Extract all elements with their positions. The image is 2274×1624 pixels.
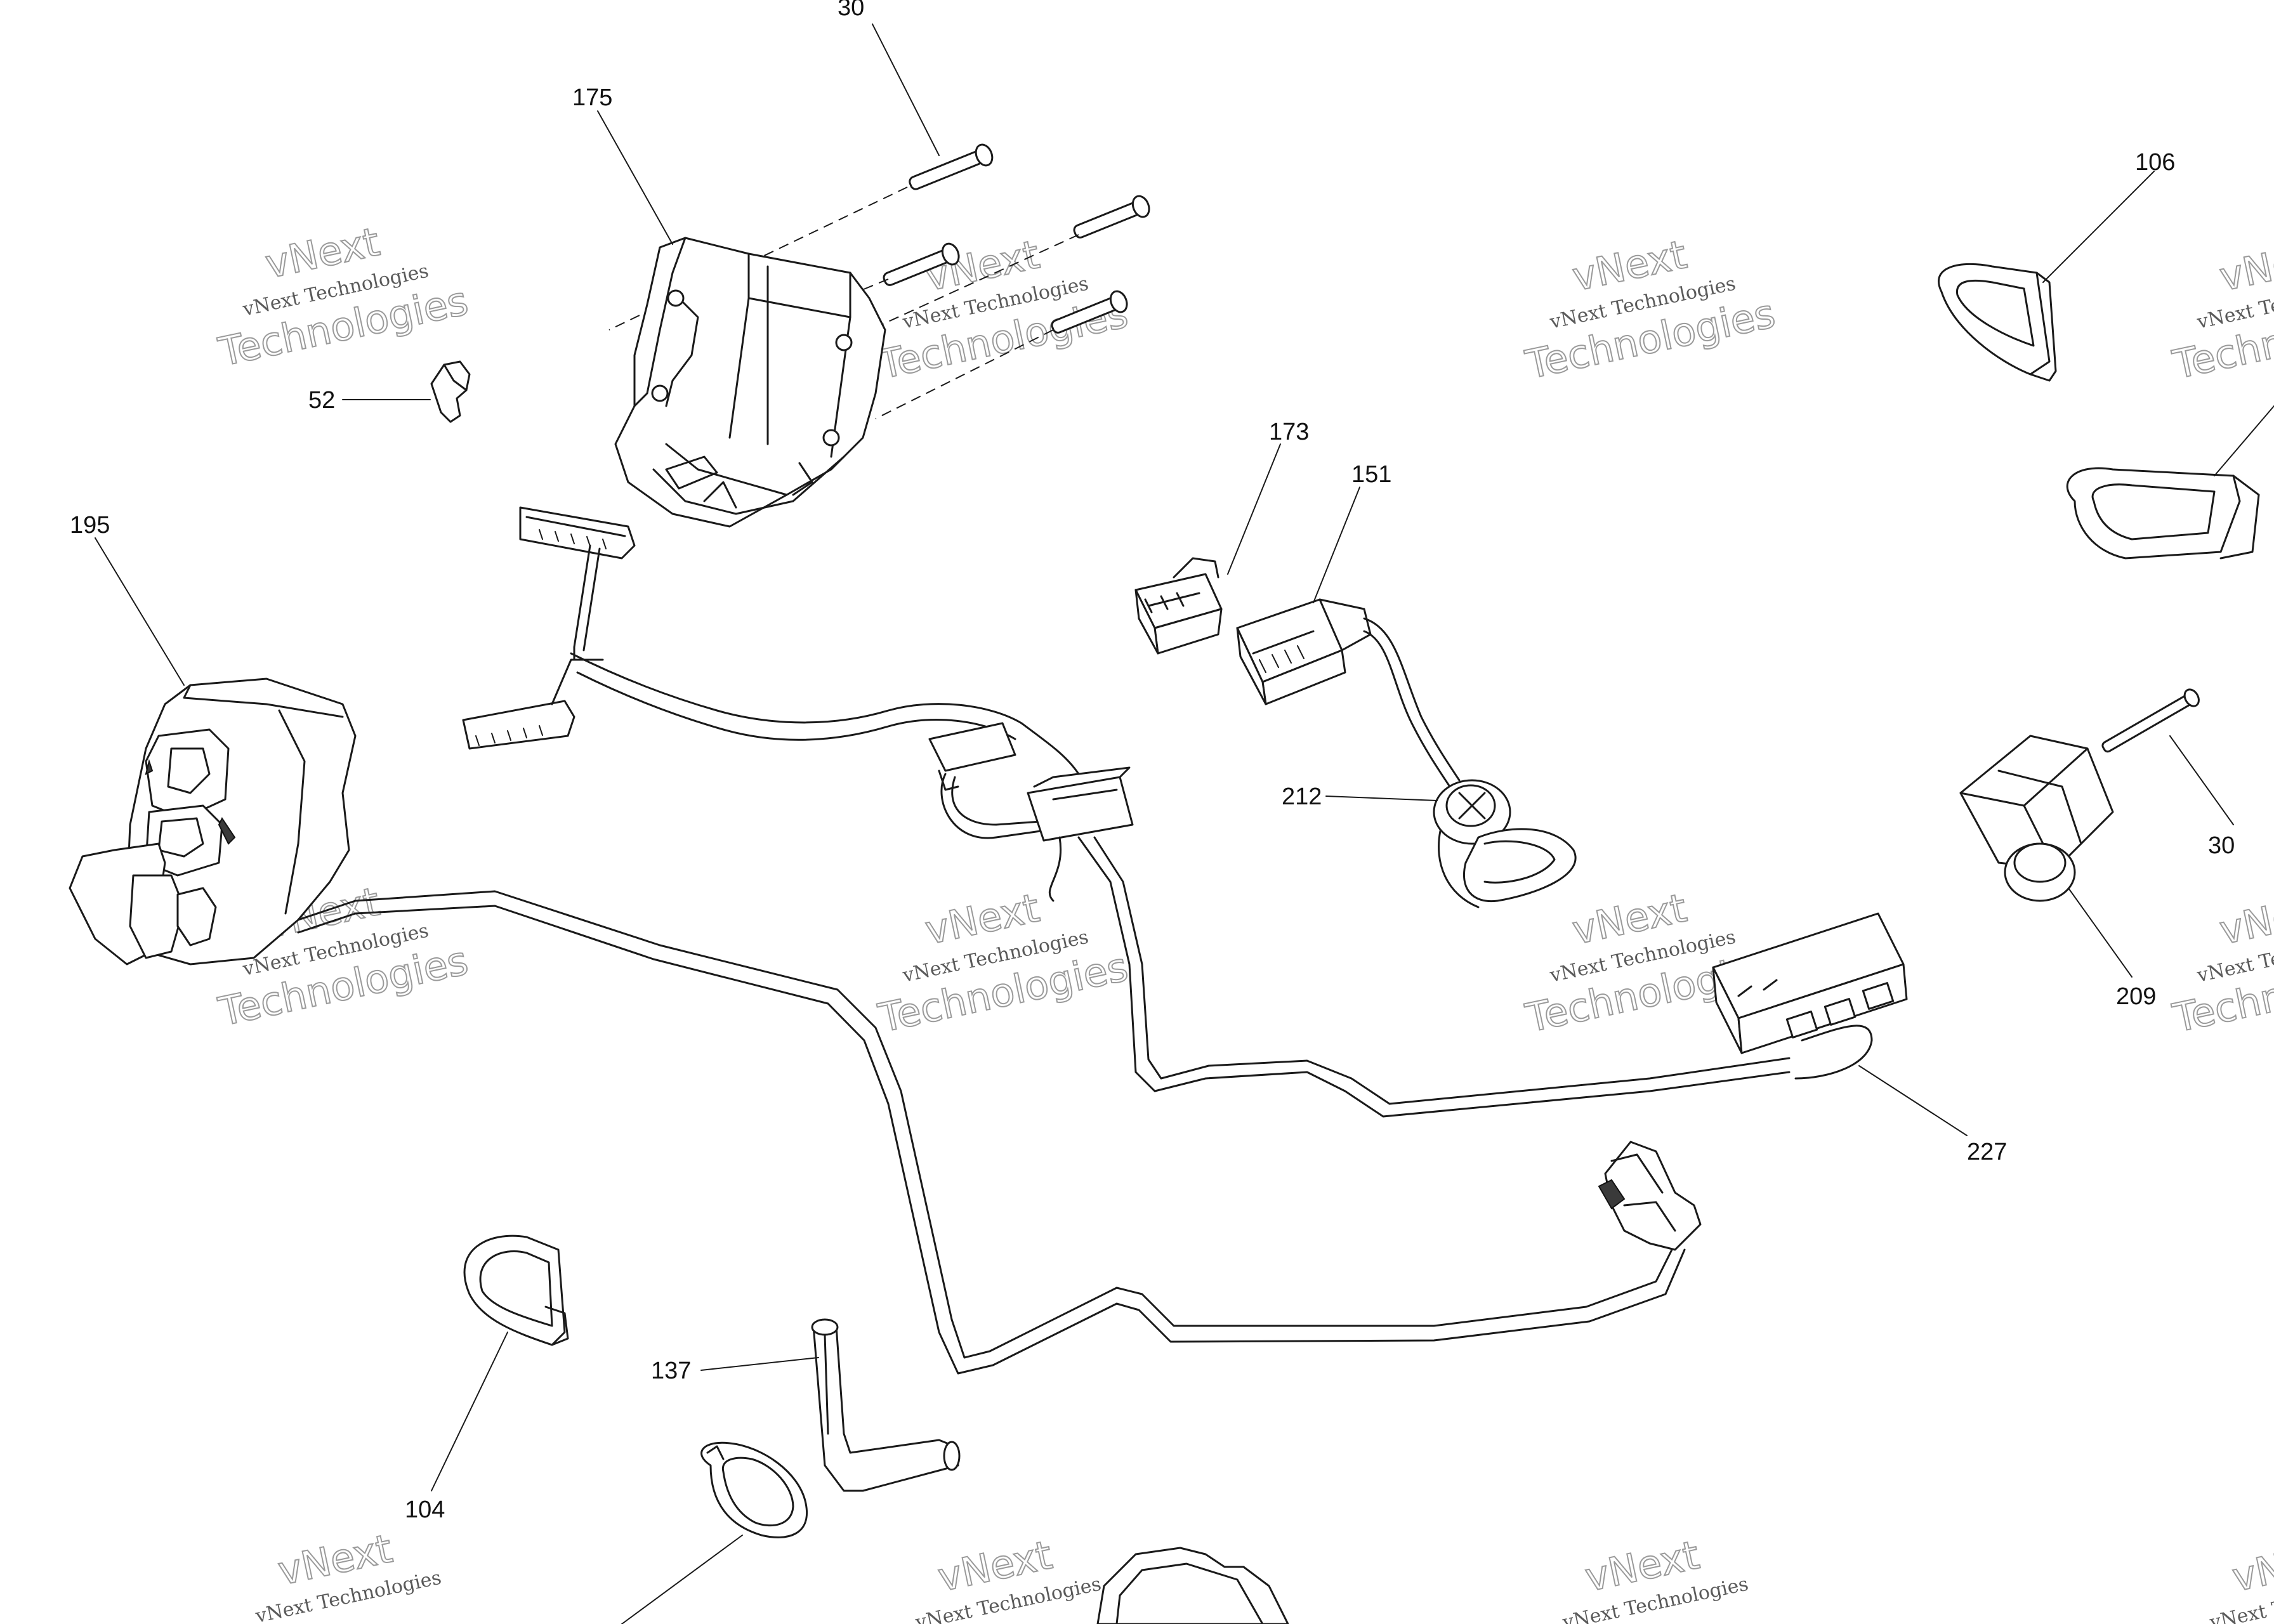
watermark: vNext vNext Technologies Technologies vN…: [214, 218, 2274, 1624]
screw-axis-line: [875, 329, 1054, 419]
callout-label: 137: [651, 1358, 691, 1384]
callout-label: 212: [1282, 783, 1322, 810]
tube-137: [811, 1318, 961, 1492]
svg-text:vNext: vNext: [2216, 884, 2274, 953]
control-module-227: [1712, 912, 1908, 1080]
grommet-212: [1433, 779, 1577, 908]
connector-173: [1134, 557, 1223, 655]
clip-104: [463, 1234, 569, 1346]
connector-plug: [1598, 1141, 1702, 1251]
leader-lines: [95, 23, 2274, 1624]
clip-106: [1938, 263, 2057, 382]
svg-text:vNext: vNext: [2228, 1531, 2274, 1601]
sleeve-209: [1959, 735, 2114, 902]
callout-label: 52: [308, 387, 335, 414]
callout-label: 30: [838, 0, 864, 21]
clamp-ring: [700, 1441, 808, 1538]
callout-labels: 30 175 52 195 173 151 212 106 30 209 227…: [70, 0, 2235, 1523]
callout-label: 151: [1351, 461, 1391, 488]
clip-52: [430, 360, 471, 423]
callout-label: 175: [572, 84, 612, 111]
callout-label: 106: [2135, 149, 2175, 176]
callout-label: 195: [70, 512, 110, 539]
callout-label: 173: [1269, 419, 1309, 445]
callout-label: 227: [1967, 1139, 2007, 1165]
callout-label: 30: [2208, 832, 2235, 859]
pin-30-right: [2101, 688, 2200, 753]
screw-30-top: [883, 143, 1150, 334]
clip-bracket-right: [2066, 467, 2260, 560]
callout-label: 209: [2116, 983, 2156, 1010]
wire-harness: [297, 506, 1791, 1375]
svg-text:vNext: vNext: [2216, 231, 2274, 300]
handlebar-switch-195: [69, 678, 357, 966]
connector-151: [1236, 598, 1461, 788]
callout-label: 104: [405, 1496, 445, 1523]
bracket-bottom: [1096, 1547, 1289, 1624]
switch-housing-175: [614, 237, 886, 528]
